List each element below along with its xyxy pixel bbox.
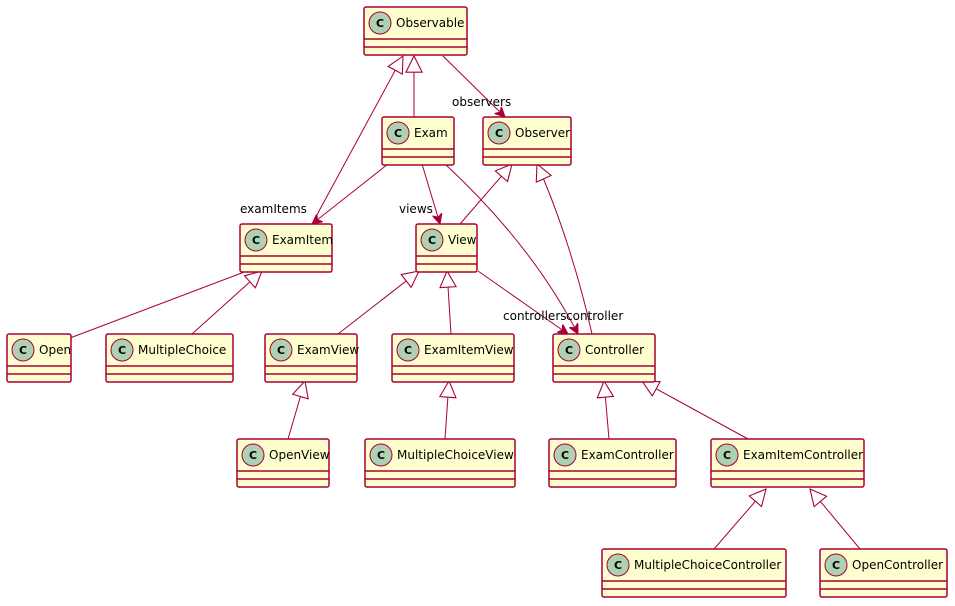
edge-exam-examitems (312, 163, 389, 224)
edge-exam-views (421, 163, 440, 224)
class-opencontroller[interactable]: C OpenController (819, 548, 948, 598)
svg-text:C: C (565, 344, 573, 357)
class-stereotype-icon: C (368, 11, 392, 35)
class-multiplechoice[interactable]: C MultipleChoice (105, 333, 234, 383)
class-stereotype-icon: C (11, 338, 35, 362)
class-stereotype-icon: C (553, 443, 577, 467)
edge-view-to-observer (459, 164, 512, 225)
edge-multiplechoiceview-to-examitemview (445, 381, 449, 440)
class-observable[interactable]: C Observable (363, 6, 468, 56)
edge-exam-controller (444, 163, 578, 334)
class-stereotype-icon: C (420, 228, 444, 252)
edge-openview-to-examview (287, 381, 305, 440)
edge-observable-observers (442, 55, 505, 117)
svg-text:C: C (377, 449, 385, 462)
class-stereotype-icon: C (110, 338, 134, 362)
examitems-label: examItems (240, 202, 307, 216)
class-multiplechoiceview[interactable]: C MultipleChoiceView (364, 438, 516, 488)
class-stereotype-icon: C (557, 338, 581, 362)
edge-multiplechoice-to-examitem (191, 271, 262, 335)
class-examitemcontroller[interactable]: C ExamItemController (710, 438, 865, 488)
class-examitem[interactable]: C ExamItem (239, 223, 333, 273)
class-stereotype-icon: C (386, 121, 410, 145)
edge-examcontroller-to-controller (604, 381, 609, 440)
class-name: ExamItemView (424, 343, 514, 357)
svg-text:C: C (376, 17, 384, 30)
class-controller[interactable]: C Controller (552, 333, 656, 383)
svg-text:C: C (19, 344, 27, 357)
edge-mccontroller-to-examitemcontroller (713, 489, 766, 550)
class-stereotype-icon: C (824, 553, 848, 577)
svg-text:C: C (495, 127, 503, 140)
class-name: Open (39, 343, 71, 357)
edge-examview-to-view (337, 271, 419, 335)
class-name: OpenView (269, 448, 330, 462)
edges (69, 55, 861, 550)
class-name: MultipleChoiceView (397, 448, 514, 462)
class-multiplechoicecontroller[interactable]: C MultipleChoiceController (601, 548, 787, 598)
svg-text:C: C (561, 449, 569, 462)
edge-examitem-to-observable (311, 56, 403, 225)
class-name: Exam (414, 126, 448, 140)
svg-text:C: C (404, 344, 412, 357)
svg-text:C: C (277, 344, 285, 357)
class-stereotype-icon: C (269, 338, 293, 362)
class-examcontroller[interactable]: C ExamController (548, 438, 677, 488)
class-name: Observable (396, 16, 464, 30)
class-name: ExamController (581, 448, 674, 462)
edge-opencontroller-to-examitemcontroller (810, 489, 861, 550)
class-stereotype-icon: C (369, 443, 393, 467)
class-stereotype-icon: C (396, 338, 420, 362)
class-open[interactable]: C Open (6, 333, 72, 383)
svg-text:C: C (832, 559, 840, 572)
edge-examitemcontroller-to-controller (642, 381, 749, 440)
svg-text:C: C (723, 449, 731, 462)
edge-labels: observers examItems views controllers co… (240, 95, 623, 323)
svg-text:C: C (118, 344, 126, 357)
class-stereotype-icon: C (241, 443, 265, 467)
controller-label: controller (566, 309, 623, 323)
class-name: MultipleChoiceController (634, 558, 781, 572)
controllers-label: controllers (503, 309, 567, 323)
class-name: OpenController (852, 558, 943, 572)
class-examitemview[interactable]: C ExamItemView (391, 333, 515, 383)
edge-controller-to-observer (537, 164, 593, 335)
class-stereotype-icon: C (606, 553, 630, 577)
class-stereotype-icon: C (487, 121, 511, 145)
edge-open-to-examitem (69, 263, 268, 339)
class-openview[interactable]: C OpenView (236, 438, 330, 488)
class-stereotype-icon: C (244, 228, 268, 252)
svg-text:C: C (252, 234, 260, 247)
class-name: View (448, 233, 477, 247)
class-name: ExamView (297, 343, 359, 357)
class-exam[interactable]: C Exam (381, 116, 455, 166)
class-examview[interactable]: C ExamView (264, 333, 359, 383)
class-name: MultipleChoice (138, 343, 226, 357)
observers-label: observers (452, 95, 511, 109)
edge-examitemview-to-view (447, 271, 451, 335)
class-name: ExamItem (272, 233, 333, 247)
svg-text:C: C (249, 449, 257, 462)
class-name: Observer (515, 126, 570, 140)
class-name: ExamItemController (743, 448, 863, 462)
svg-text:C: C (394, 127, 402, 140)
class-stereotype-icon: C (715, 443, 739, 467)
svg-text:C: C (428, 234, 436, 247)
class-view[interactable]: C View (415, 223, 478, 273)
class-observer[interactable]: C Observer (482, 116, 572, 166)
edge-view-controllers (477, 270, 568, 334)
class-name: Controller (585, 343, 644, 357)
svg-text:C: C (614, 559, 622, 572)
views-label: views (399, 202, 433, 216)
